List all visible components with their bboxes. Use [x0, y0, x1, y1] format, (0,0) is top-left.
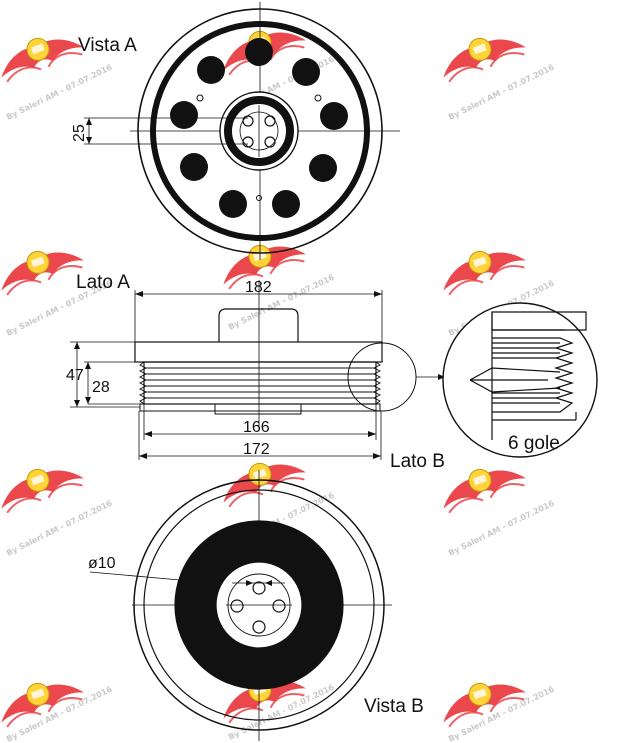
dim-10-leader — [89, 571, 181, 581]
watermark-logo — [433, 22, 530, 85]
arrow — [139, 453, 147, 459]
bolt-hole — [242, 115, 254, 127]
vista-a-holes — [170, 38, 348, 218]
bolt-hole — [230, 599, 244, 613]
hole — [180, 153, 208, 181]
detail-v-marker — [469, 367, 561, 381]
grooves-label: 6 gole — [508, 433, 560, 454]
groove-detail-view: 6 gole — [442, 302, 598, 458]
hole — [197, 56, 225, 84]
hole — [219, 190, 247, 218]
vista-a-outer-rim — [137, 8, 383, 254]
watermark-text: By Saleri AM - 07.07.2016 — [447, 498, 556, 557]
lato-a-label: Lato A — [76, 272, 130, 293]
arrow — [144, 431, 152, 437]
vista-a-view: Vista A — [71, 2, 400, 260]
watermark-logo — [433, 453, 530, 516]
watermark-text: By Saleri AM - 07.07.2016 — [5, 498, 114, 557]
hole — [272, 190, 300, 218]
watermark-logo — [0, 22, 88, 85]
hole — [292, 58, 320, 86]
vista-b-label: Vista B — [364, 696, 424, 717]
watermark-logo — [0, 235, 88, 298]
groove-profile-left — [138, 361, 148, 405]
vista-b-view: ø10 Vista B — [88, 470, 424, 741]
arrow — [86, 118, 92, 125]
hole — [245, 38, 273, 66]
vista-a-thick-ring — [150, 21, 370, 241]
bolt-hole — [264, 115, 276, 127]
arrow — [85, 362, 91, 369]
pulley-bottom-hub — [214, 403, 302, 415]
pulley-flange — [139, 403, 381, 412]
detail-v-marker — [469, 379, 561, 393]
watermark-logo — [433, 235, 530, 298]
groove-profile-right — [372, 361, 382, 405]
bolt-hole — [264, 136, 276, 148]
vista-b-outer-rim — [133, 479, 385, 731]
arrow — [246, 580, 253, 586]
detail-groove-profile — [492, 337, 575, 413]
arrow — [368, 431, 376, 437]
pin-hole — [256, 195, 262, 201]
watermark-logo — [0, 453, 88, 516]
arrow — [74, 342, 80, 349]
pulley-disc — [134, 341, 383, 363]
hub-boss — [218, 308, 299, 342]
dim-47-value: 47 — [66, 367, 84, 384]
watermark-text: By Saleri AM - 07.07.2016 — [447, 62, 556, 121]
arrow — [135, 291, 143, 297]
arrow — [373, 453, 381, 459]
arrow — [86, 137, 92, 144]
hole — [309, 154, 337, 182]
groove-lines — [144, 367, 376, 399]
dim-172-value: 172 — [243, 441, 270, 458]
arrow — [85, 397, 91, 404]
vista-a-label: Vista A — [78, 35, 137, 56]
arrow — [74, 400, 80, 407]
bolt-hole — [252, 620, 266, 634]
dim-10-value: ø10 — [88, 555, 116, 572]
vista-b-second-rim — [143, 489, 375, 721]
dim-25-value: 25 — [71, 124, 88, 142]
watermark-text: By Saleri AM - 07.07.2016 — [227, 272, 336, 331]
dim-182-value: 182 — [245, 279, 272, 296]
lato-a-view: Lato A 182 — [66, 272, 445, 472]
dim-166-value: 166 — [243, 419, 270, 436]
hole — [320, 102, 348, 130]
watermark-text: By Saleri AM - 07.07.2016 — [5, 62, 114, 121]
bolt-hole — [272, 599, 286, 613]
lato-b-label: Lato B — [390, 451, 445, 472]
hole — [170, 101, 198, 129]
pin-hole — [196, 94, 204, 102]
dim-28-value: 28 — [92, 379, 110, 396]
bolt-hole — [242, 136, 254, 148]
arrow — [374, 291, 382, 297]
pin-hole — [314, 94, 322, 102]
arrow — [438, 374, 445, 380]
arrow — [265, 580, 272, 586]
bolt-hole — [252, 581, 266, 595]
